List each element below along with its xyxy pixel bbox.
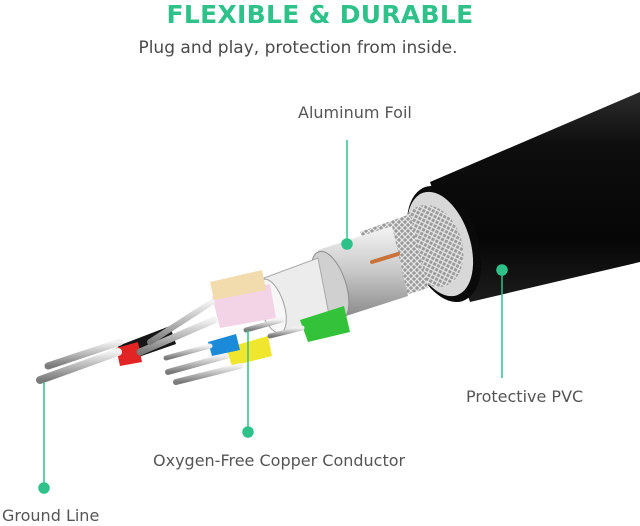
aluminum-foil-label: Aluminum Foil [298, 103, 412, 122]
ground-line-label: Ground Line [2, 506, 100, 525]
copper-conductor-label: Oxygen-Free Copper Conductor [153, 451, 406, 470]
callout-leaders [38, 140, 508, 494]
protective-pvc-label: Protective PVC [466, 387, 584, 406]
conductor-wires [36, 270, 350, 385]
headline: FLEXIBLE & DURABLE [166, 0, 474, 29]
subheadline: Plug and play, protection from inside. [138, 38, 458, 58]
